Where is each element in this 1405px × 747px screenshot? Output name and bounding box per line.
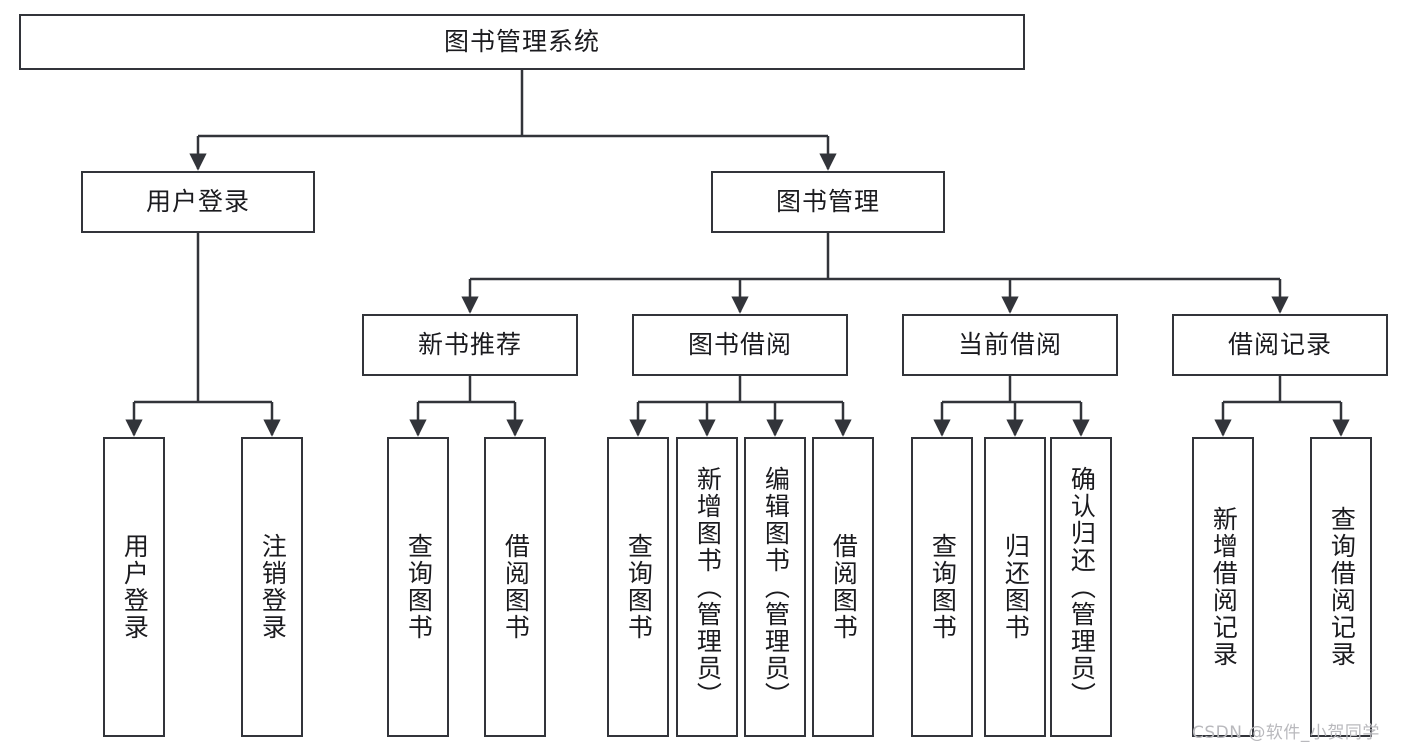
node-user-login[interactable]: 用户登录 [81,171,315,233]
node-root[interactable]: 图书管理系统 [19,14,1025,70]
leaf-add-borrow-record-label: 新增借阅记录 [1209,506,1239,668]
leaf-return-book-label: 归还图书 [1001,533,1031,641]
leaf-user-logout[interactable]: 注销登录 [241,437,303,737]
node-root-label: 图书管理系统 [443,27,600,57]
leaf-confirm-return-admin-label: 确认归还（管理员） [1067,465,1097,709]
leaf-borrow-book-2-label: 借阅图书 [829,533,859,641]
node-current-borrow-label: 当前借阅 [957,330,1062,360]
node-book-management-label: 图书管理 [775,187,880,217]
leaf-add-book-admin[interactable]: 新增图书（管理员） [676,437,738,737]
leaf-edit-book-admin[interactable]: 编辑图书（管理员） [744,437,806,737]
node-borrow-record-label: 借阅记录 [1227,330,1332,360]
leaf-return-book[interactable]: 归还图书 [984,437,1046,737]
leaf-query-book-3[interactable]: 查询图书 [911,437,973,737]
node-book-borrow[interactable]: 图书借阅 [632,314,848,376]
leaf-borrow-book-1-label: 借阅图书 [501,533,531,641]
node-user-login-label: 用户登录 [145,187,250,217]
node-new-book-recommend-label: 新书推荐 [417,330,522,360]
leaf-query-book-2[interactable]: 查询图书 [607,437,669,737]
node-borrow-record[interactable]: 借阅记录 [1172,314,1388,376]
leaf-edit-book-admin-label: 编辑图书（管理员） [761,465,791,709]
node-book-management[interactable]: 图书管理 [711,171,945,233]
leaf-query-borrow-record[interactable]: 查询借阅记录 [1310,437,1372,737]
leaf-borrow-book-2[interactable]: 借阅图书 [812,437,874,737]
node-book-borrow-label: 图书借阅 [687,330,792,360]
node-new-book-recommend[interactable]: 新书推荐 [362,314,578,376]
leaf-query-book-3-label: 查询图书 [928,533,958,641]
leaf-user-login-label: 用户登录 [120,533,150,641]
node-current-borrow[interactable]: 当前借阅 [902,314,1118,376]
leaf-query-book-1[interactable]: 查询图书 [387,437,449,737]
watermark: CSDN @软件_小贺同学 [1192,723,1380,743]
leaf-user-logout-label: 注销登录 [258,533,288,641]
leaf-query-book-1-label: 查询图书 [404,533,434,641]
leaf-add-borrow-record[interactable]: 新增借阅记录 [1192,437,1254,737]
leaf-add-book-admin-label: 新增图书（管理员） [693,465,723,709]
leaf-user-login[interactable]: 用户登录 [103,437,165,737]
leaf-confirm-return-admin[interactable]: 确认归还（管理员） [1050,437,1112,737]
leaf-borrow-book-1[interactable]: 借阅图书 [484,437,546,737]
leaf-query-book-2-label: 查询图书 [624,533,654,641]
leaf-query-borrow-record-label: 查询借阅记录 [1327,506,1357,668]
